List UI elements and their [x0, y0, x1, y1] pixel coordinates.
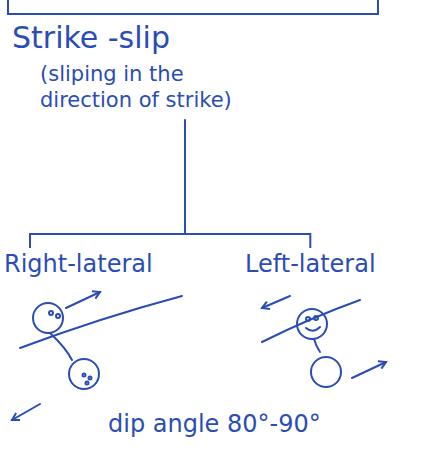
node-note: (sliping in the direction of strike)	[12, 61, 270, 114]
node-heading: Left-lateral	[245, 250, 376, 278]
tree-node: Left-lateral	[245, 250, 376, 278]
tree-connector	[185, 120, 310, 249]
tree-connector	[30, 120, 185, 249]
tree-node: Right-lateral	[4, 250, 153, 278]
node-heading: Right-lateral	[4, 250, 153, 278]
tree-node: Strike -slip (sliping in the direction of…	[12, 20, 292, 114]
node-heading: Strike -slip	[12, 20, 292, 55]
note-label: dip angle 80°-90°	[108, 410, 321, 438]
